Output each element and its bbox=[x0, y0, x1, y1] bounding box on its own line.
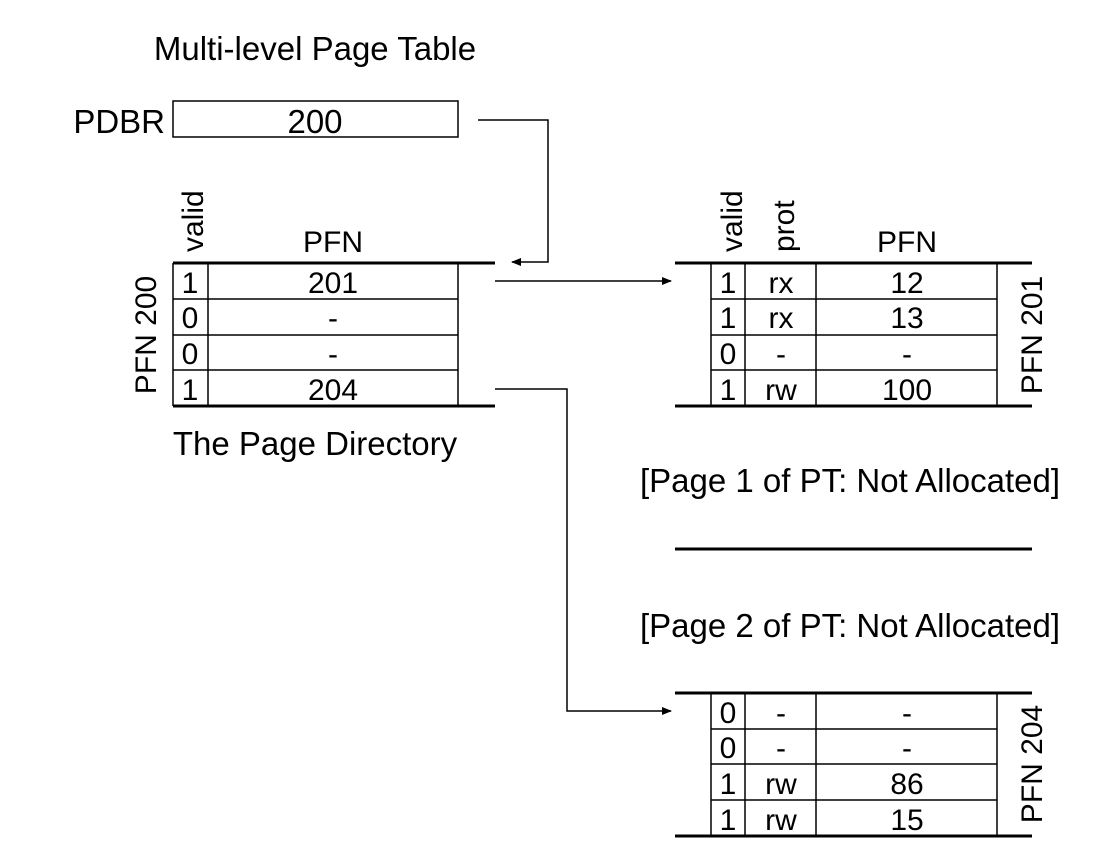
pd-valid-cell: 0 bbox=[182, 338, 199, 371]
pte-pfn-cell: - bbox=[902, 338, 912, 371]
page-table-pfn-204: 0 - - 0 - - 1 rw 86 1 rw 15 PFN 204 bbox=[675, 691, 1049, 838]
pd-valid-cell: 1 bbox=[182, 374, 199, 407]
pte-valid-cell: 1 bbox=[720, 804, 737, 837]
pte-pfn-cell: 86 bbox=[890, 768, 923, 801]
pd-pfn-cell: 204 bbox=[308, 374, 358, 407]
pte-pfn-cell: - bbox=[902, 732, 912, 765]
pde3-to-pfn204-arrow bbox=[495, 388, 672, 715]
pte-valid-cell: 1 bbox=[720, 374, 737, 407]
pte-prot-cell: - bbox=[776, 697, 786, 730]
pt201-row: 1 rw 100 bbox=[720, 374, 932, 407]
pte-pfn-cell: 13 bbox=[890, 302, 923, 335]
pte-valid-cell: 0 bbox=[720, 732, 737, 765]
pd-pfn-cell: 201 bbox=[308, 267, 358, 300]
pt204-frame-label: PFN 204 bbox=[1016, 705, 1049, 823]
diagram-title: Multi-level Page Table bbox=[154, 30, 476, 67]
page-table-pfn-201: valid prot PFN 1 rx 12 1 rx 13 0 - - 1 r… bbox=[675, 190, 1049, 408]
pd-row: 1 204 bbox=[182, 374, 358, 407]
pt-header-pfn: PFN bbox=[877, 226, 937, 259]
pdbr-register: PDBR 200 bbox=[73, 100, 459, 140]
pte-prot-cell: rw bbox=[765, 374, 797, 407]
pdbr-to-directory-arrow bbox=[478, 119, 549, 266]
pdbr-value: 200 bbox=[287, 103, 342, 140]
pt201-row: 1 rx 12 bbox=[720, 267, 924, 300]
pte-pfn-cell: 15 bbox=[890, 804, 923, 837]
pt-header-prot: prot bbox=[768, 200, 801, 252]
pt201-row: 1 rx 13 bbox=[720, 302, 924, 335]
pte-valid-cell: 0 bbox=[720, 338, 737, 371]
pd-valid-cell: 0 bbox=[182, 302, 199, 335]
pte-prot-cell: rw bbox=[765, 768, 797, 801]
pte-valid-cell: 1 bbox=[720, 267, 737, 300]
pte-valid-cell: 0 bbox=[720, 697, 737, 730]
pte-prot-cell: rx bbox=[769, 267, 794, 300]
pte-valid-cell: 1 bbox=[720, 768, 737, 801]
pdbr-label: PDBR bbox=[73, 103, 165, 140]
pt204-row: 1 rw 86 bbox=[720, 768, 924, 801]
pt-page-1-note: [Page 1 of PT: Not Allocated] bbox=[640, 462, 1060, 499]
pd-caption: The Page Directory bbox=[173, 425, 458, 462]
pd-header-valid: valid bbox=[177, 190, 210, 252]
pdbr-box bbox=[172, 100, 459, 138]
pd-header-pfn: PFN bbox=[303, 226, 363, 259]
pte-prot-cell: - bbox=[776, 732, 786, 765]
pte-pfn-cell: 12 bbox=[890, 267, 923, 300]
pte-prot-cell: rx bbox=[769, 302, 794, 335]
pd-frame-label: PFN 200 bbox=[130, 276, 163, 394]
pt204-row: 0 - - bbox=[720, 732, 912, 765]
pd-row: 0 - bbox=[182, 338, 338, 371]
pt201-frame-label: PFN 201 bbox=[1016, 276, 1049, 394]
pte-prot-cell: rw bbox=[765, 804, 797, 837]
pte-pfn-cell: 100 bbox=[882, 374, 932, 407]
pd-valid-cell: 1 bbox=[182, 267, 199, 300]
pte-prot-cell: - bbox=[776, 338, 786, 371]
pd-pfn-cell: - bbox=[328, 338, 338, 371]
pt-header-valid: valid bbox=[716, 190, 749, 252]
pte-valid-cell: 1 bbox=[720, 302, 737, 335]
pte-pfn-cell: - bbox=[902, 697, 912, 730]
pd-pfn-cell: - bbox=[328, 302, 338, 335]
page-directory: valid PFN 1 201 0 - 0 - 1 204 PFN 200 Th… bbox=[130, 190, 495, 462]
pt-page-2-note: [Page 2 of PT: Not Allocated] bbox=[640, 607, 1060, 644]
pt204-row: 1 rw 15 bbox=[720, 804, 924, 837]
pd-row: 0 - bbox=[182, 302, 338, 335]
pt201-row: 0 - - bbox=[720, 338, 912, 371]
pt204-row: 0 - - bbox=[720, 697, 912, 730]
pd-row: 1 201 bbox=[182, 267, 358, 300]
